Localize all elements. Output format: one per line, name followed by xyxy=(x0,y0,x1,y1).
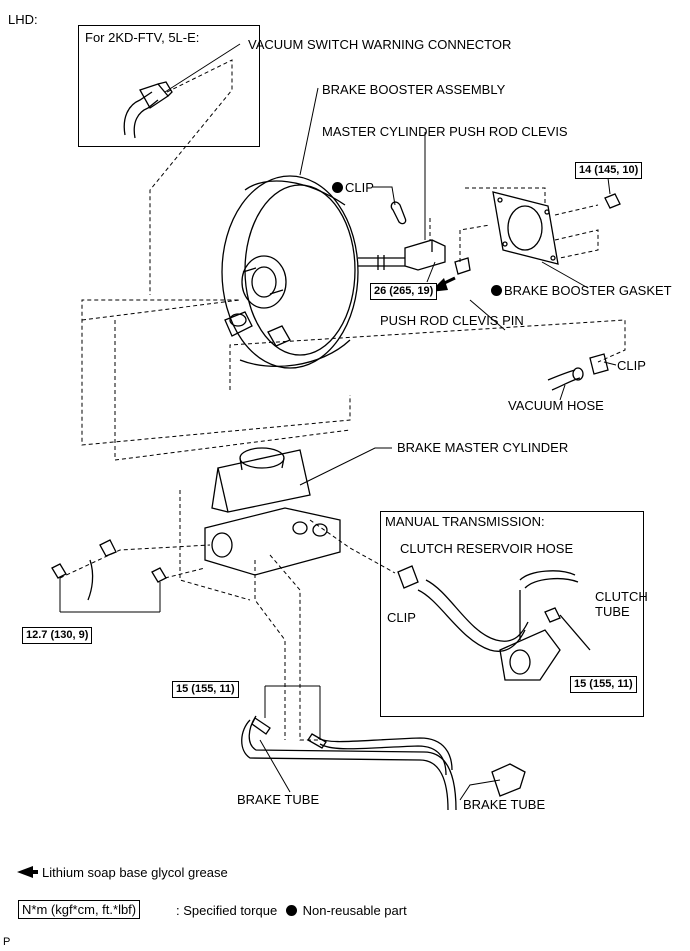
brake-tubes-drawing xyxy=(241,715,526,811)
gasket-drawing xyxy=(492,191,621,265)
vacuum-switch-connector-drawing xyxy=(123,81,173,139)
master-cylinder-drawing xyxy=(87,447,341,601)
mc-nut-torque: 12.7 (130, 9) xyxy=(22,627,93,644)
leader-lines xyxy=(59,43,617,801)
gasket-nut-torque: 14 (145, 10) xyxy=(575,162,643,179)
inset-title: For 2KD-FTV, 5L-E: xyxy=(85,30,200,45)
clutch-tube-torque: 15 (155, 11) xyxy=(570,676,637,693)
non-reusable-dot-icon xyxy=(332,182,343,193)
clip-top-label: CLIP xyxy=(332,180,374,195)
grease-legend-text: Lithium soap base glycol grease xyxy=(42,865,228,880)
manual-transmission-inset-frame xyxy=(380,511,644,717)
guide-lines xyxy=(59,59,626,741)
clutch-tube-label-line1: CLUTCH xyxy=(595,589,648,604)
clevis-torque: 26 (265, 19) xyxy=(370,283,438,300)
torque-legend-desc: : Specified torque xyxy=(176,903,278,918)
mc-nut-left xyxy=(51,563,67,579)
clevis-pin-label: PUSH ROD CLEVIS PIN xyxy=(380,313,524,328)
connector-inset-frame xyxy=(78,25,260,147)
brake-tube-union-torque: 15 (155, 11) xyxy=(172,681,239,698)
clutch-parts-drawing xyxy=(397,565,591,681)
non-reusable-legend: Non-reusable part xyxy=(286,903,407,918)
brake-booster-label: BRAKE BOOSTER ASSEMBLY xyxy=(322,82,506,97)
mc-nut-right xyxy=(151,567,167,583)
clutch-tube-label-line2: TUBE xyxy=(595,604,630,619)
manual-transmission-title: MANUAL TRANSMISSION: xyxy=(385,514,545,529)
brake-tube-left-label: BRAKE TUBE xyxy=(237,792,320,807)
non-reusable-dot-icon xyxy=(491,285,502,296)
vacuum-hose-drawing xyxy=(547,353,609,391)
torque-legend-key: N*m (kgf*cm, ft.*lbf) xyxy=(18,900,141,919)
brake-booster-drawing xyxy=(221,175,405,369)
gasket-label: BRAKE BOOSTER GASKET xyxy=(491,283,672,298)
lhd-label: LHD: xyxy=(8,12,38,27)
clutch-reservoir-hose-label: CLUTCH RESERVOIR HOSE xyxy=(400,541,574,556)
clevis-drawing xyxy=(390,201,471,275)
figure-code: P xyxy=(3,936,11,948)
push-rod-clevis-label: MASTER CYLINDER PUSH ROD CLEVIS xyxy=(322,124,568,139)
hose-clip-label: CLIP xyxy=(617,358,646,373)
vacuum-switch-connector-label: VACUUM SWITCH WARNING CONNECTOR xyxy=(248,37,512,52)
brake-tube-right-label: BRAKE TUBE xyxy=(463,797,546,812)
master-cylinder-label: BRAKE MASTER CYLINDER xyxy=(397,440,569,455)
clutch-clip-label: CLIP xyxy=(387,610,416,625)
non-reusable-dot-icon xyxy=(286,905,297,916)
vacuum-hose-label: VACUUM HOSE xyxy=(508,398,604,413)
